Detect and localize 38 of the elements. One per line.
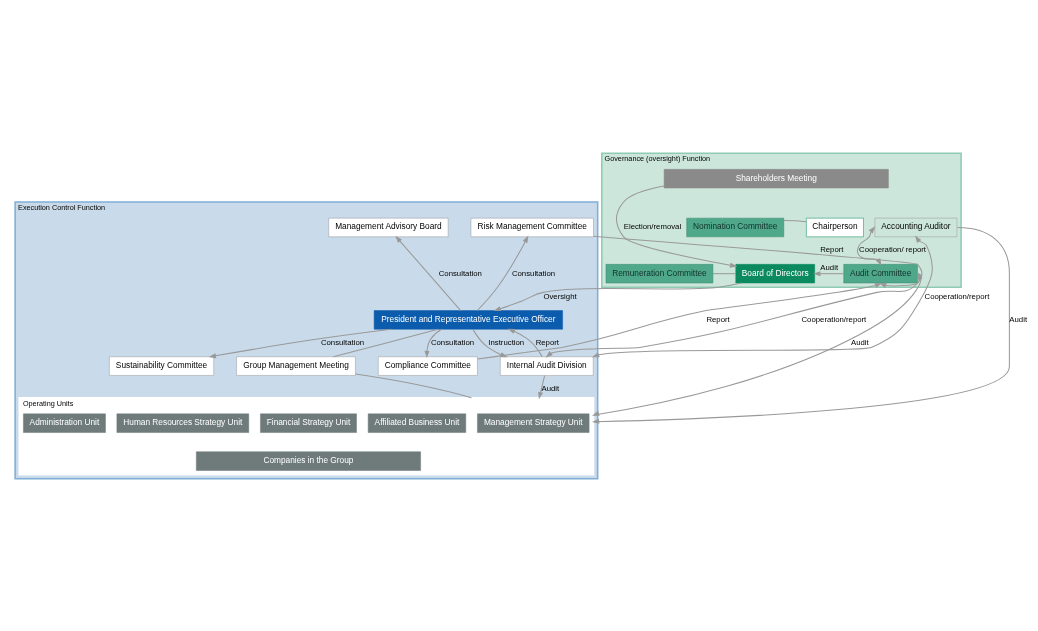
node-box: Board of Directors: [735, 263, 815, 283]
arrow: [476, 235, 529, 311]
connector: [355, 373, 472, 398]
node-box: Sustainability Committee: [109, 356, 214, 376]
node-box: Chairperson: [806, 217, 864, 237]
node-box: Remuneration Committee: [605, 263, 714, 283]
node-box: Companies in the Group: [196, 451, 421, 471]
arrow: [591, 226, 1010, 424]
node-box: Human Resources Strategy Unit: [116, 413, 249, 433]
node-box: President and Representative Executive Officer: [373, 309, 563, 329]
node-box: Group Management Meeting: [236, 356, 356, 376]
arrow: [395, 235, 462, 311]
node-box: Management Strategy Unit: [477, 413, 590, 433]
arrow: [813, 270, 845, 276]
arrow: [593, 235, 923, 288]
arrow: [507, 328, 543, 357]
node-box: Administration Unit: [23, 413, 106, 433]
connector: [332, 328, 439, 357]
node-box: Accounting Auditor: [874, 217, 958, 237]
arrow: [615, 185, 738, 268]
node-box: Internal Audit Division: [500, 356, 594, 376]
arrow: [424, 328, 443, 358]
node-box: Affiliated Business Unit: [367, 413, 467, 433]
connector: [783, 219, 807, 222]
node-box: Nomination Committee: [686, 217, 785, 237]
node-box: Financial Strategy Unit: [260, 413, 357, 433]
node-box: Risk Management Committee: [470, 217, 594, 237]
arrow: [592, 235, 933, 357]
arrow: [592, 272, 922, 416]
connector: [712, 272, 737, 274]
arrow: [493, 282, 743, 311]
arrow: [208, 328, 392, 358]
node-box: Management Advisory Board: [328, 217, 449, 237]
arrow: [538, 374, 546, 399]
node-box: Shareholders Meeting: [663, 168, 889, 188]
node-box: Compliance Committee: [378, 356, 478, 376]
node-box: Audit Committee: [843, 263, 918, 283]
arrow: [545, 271, 923, 358]
